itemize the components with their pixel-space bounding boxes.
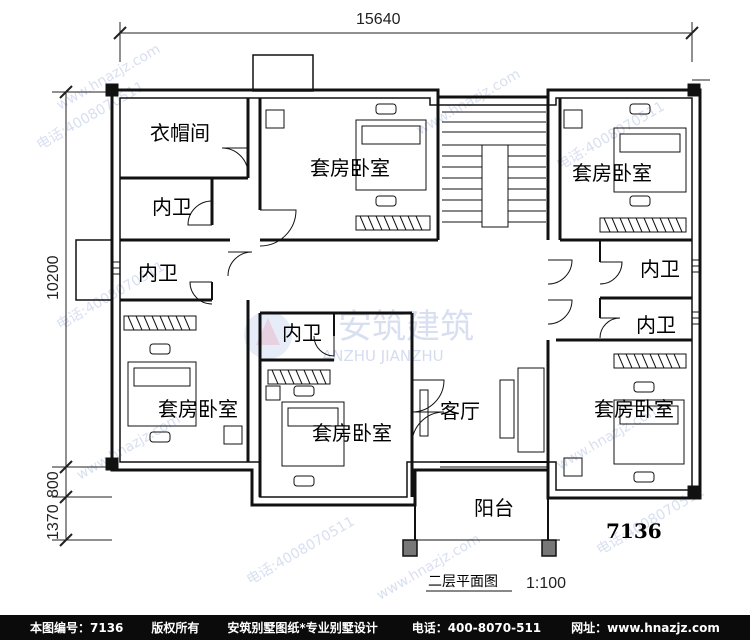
dimension-overall-depth: 10200	[45, 255, 62, 300]
room-label-bath: 内卫	[152, 195, 192, 219]
plan-code: 7136	[606, 519, 662, 543]
windows	[112, 259, 700, 468]
walls	[75, 54, 702, 507]
desk-icon	[265, 385, 281, 401]
room-label-living-room: 客厅	[440, 399, 480, 423]
dimension-balcony-depth-1: 800	[45, 471, 62, 498]
plan-title: 二层平面图	[428, 574, 498, 590]
bed-icon	[613, 353, 687, 483]
room-label-bath: 内卫	[138, 261, 178, 285]
bed-icon	[355, 103, 431, 231]
room-label-suite: 套房卧室	[158, 397, 238, 421]
watermark-logo-en: ANZHU JIANZHU	[322, 347, 444, 365]
room-label-bath: 内卫	[636, 313, 676, 337]
desk-icon	[563, 457, 583, 477]
column-icon	[541, 539, 557, 557]
room-label-bath: 内卫	[282, 321, 322, 345]
footer-brand: 安筑别墅图纸*专业别墅设计	[227, 621, 378, 635]
anzhu-logo: 安筑建筑 ANZHU JIANZHU	[244, 307, 474, 365]
balcony	[402, 498, 560, 557]
room-label-balcony: 阳台	[474, 496, 514, 520]
watermark-site: www.hnazjz.com	[374, 531, 483, 603]
column-icon	[402, 539, 418, 557]
footer-website[interactable]: 网址：www.hnazjz.com	[571, 621, 720, 635]
bed-icon	[267, 369, 345, 487]
room-label-bath: 内卫	[640, 257, 680, 281]
floor-plan-drawing: 电话:4008070511 www.hnazjz.com 电话:40080705…	[34, 11, 710, 603]
sofa-icon	[419, 367, 545, 453]
furniture	[123, 103, 687, 487]
desk-icon	[223, 425, 243, 445]
room-label-cloakroom: 衣帽间	[150, 121, 210, 145]
room-label-suite: 套房卧室	[572, 161, 652, 185]
logo-shape-icon	[256, 318, 280, 345]
dimension-lines	[52, 22, 710, 547]
dimension-overall-width: 15640	[356, 11, 401, 28]
desk-icon	[265, 109, 285, 129]
footer-copyright: 版权所有	[151, 621, 200, 635]
room-label-suite: 套房卧室	[594, 397, 674, 421]
room-labels: 衣帽间 内卫 套房卧室 套房卧室 内卫 内卫 内卫 内卫 套房卧室 套房卧室 套…	[138, 121, 680, 520]
watermark-site: www.hnazjz.com	[74, 411, 183, 483]
bed-icon	[123, 315, 197, 443]
doors	[187, 147, 623, 445]
dimension-balcony-depth-2: 1370	[45, 504, 62, 540]
footer-bar: 本图编号：7136 版权所有 安筑别墅图纸*专业别墅设计 电话：400-8070…	[0, 615, 750, 640]
room-label-suite: 套房卧室	[312, 421, 392, 445]
staircase	[442, 111, 546, 228]
plan-scale: 1:100	[526, 575, 566, 592]
bed-icon	[599, 103, 687, 233]
desk-icon	[563, 109, 583, 129]
footer-phone: 电话：400-8070-511	[411, 621, 542, 635]
room-label-suite: 套房卧室	[310, 156, 390, 180]
watermark-phone: 电话:4008070511	[244, 514, 357, 589]
footer-plan-number: 本图编号：7136	[30, 621, 124, 635]
